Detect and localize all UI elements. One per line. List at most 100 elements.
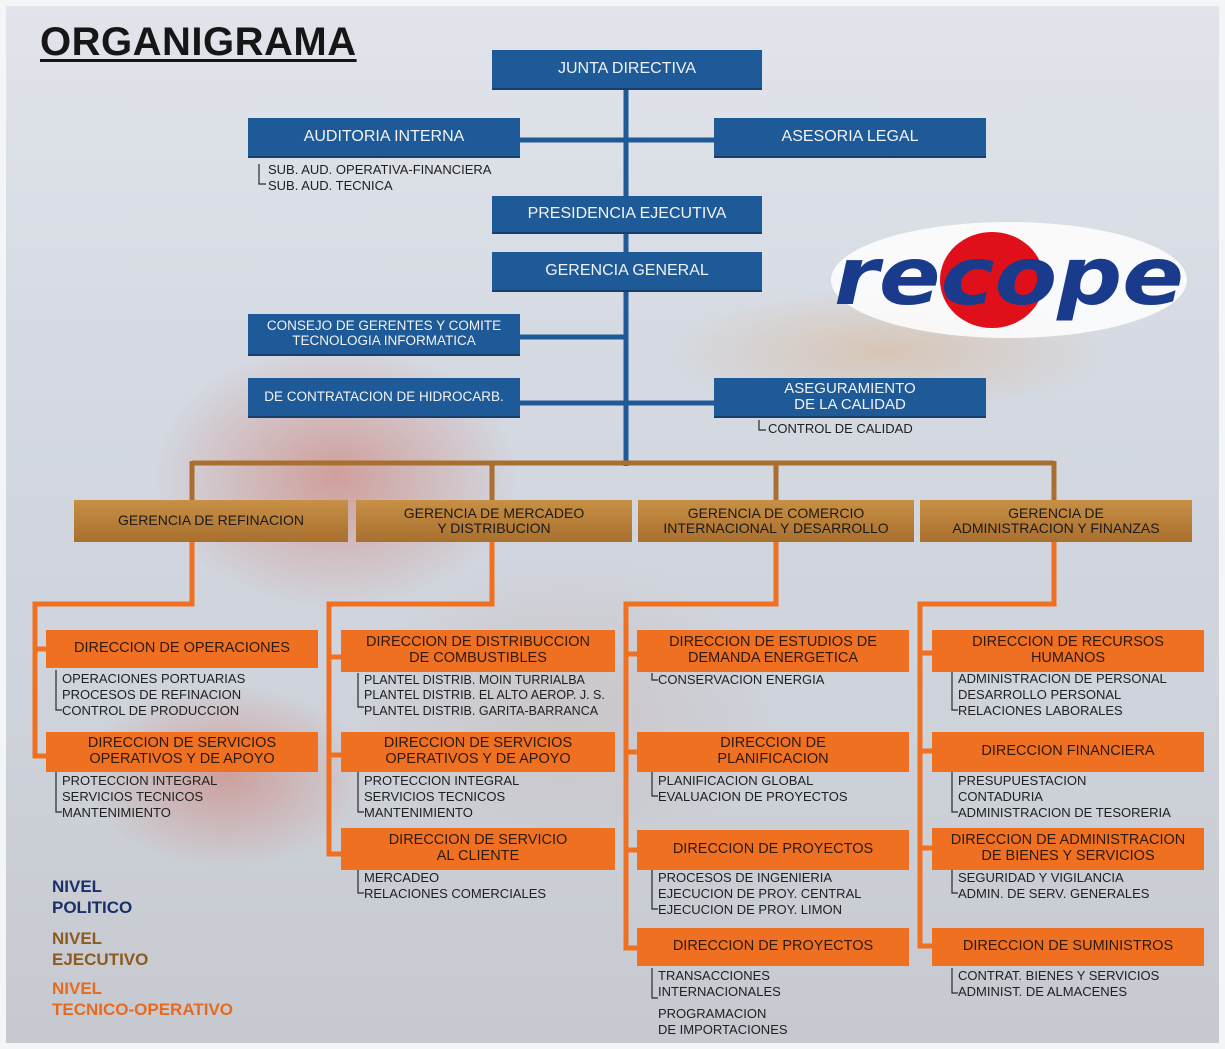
list-item: PRESUPUESTACION	[958, 773, 1087, 788]
page-title: ORGANIGRAMA	[40, 20, 357, 64]
list-item: PLANTEL DISTRIB. GARITA-BARRANCA	[364, 703, 599, 718]
consejo-gerentes-box[interactable]: CONSEJO DE GERENTES Y COMITE TECNOLOGIA …	[248, 314, 520, 356]
junta-directiva-box[interactable]: JUNTA DIRECTIVA	[492, 50, 762, 90]
auditoria-items: SUB. AUD. OPERATIVA-FINANCIERA SUB. AUD.…	[268, 162, 491, 194]
bracket-g3-d4	[651, 968, 658, 999]
legend-tecnico-operativo: NIVEL TECNICO-OPERATIVO	[52, 978, 233, 1021]
presidencia-ejecutiva-box[interactable]: PRESIDENCIA EJECUTIVA	[492, 196, 762, 234]
list-item: EJECUCION DE PROY. CENTRAL	[658, 885, 862, 901]
bracket-g1-d1	[55, 670, 62, 711]
direccion-recursos-humanos-items: ADMINISTRACION DE PERSONAL DESARROLLO PE…	[958, 671, 1167, 719]
legend-label: NIVEL	[52, 877, 103, 896]
direccion-bienes-servicios-box[interactable]: DIRECCION DE ADMINISTRACION DE BIENES Y …	[932, 828, 1204, 870]
gerencia-administracion-box[interactable]: GERENCIA DE ADMINISTRACION Y FINANZAS	[920, 500, 1192, 542]
tree-gerencia-2	[326, 542, 495, 857]
direccion-proyectos-2-box[interactable]: DIRECCION DE PROYECTOS	[637, 928, 909, 966]
direccion-proyectos-2-items: TRANSACCIONES INTERNACIONALES PROGRAMACI…	[658, 968, 788, 1037]
list-item: OPERACIONES PORTUARIAS	[62, 671, 246, 686]
list-item: PROTECCION INTEGRAL	[62, 773, 218, 788]
direccion-planificacion-items: PLANIFICACION GLOBAL EVALUACION DE PROYE…	[658, 773, 848, 805]
aseguramiento-calidad-box[interactable]: ASEGURAMIENTO DE LA CALIDAD	[714, 378, 986, 418]
list-item: PLANIFICACION GLOBAL	[658, 773, 814, 788]
bracket-g1-d2	[55, 772, 62, 813]
direccion-financiera-box[interactable]: DIRECCION FINANCIERA	[932, 732, 1204, 772]
direccion-servicios-operativos-2-box[interactable]: DIRECCION DE SERVICIOS OPERATIVOS Y DE A…	[341, 732, 615, 772]
list-item: CONTADURIA	[958, 788, 1043, 804]
connector-lines	[32, 88, 1057, 999]
gerencia-comercio-box[interactable]: GERENCIA DE COMERCIO INTERNACIONAL Y DES…	[638, 500, 914, 542]
bracket-g4-d4	[951, 968, 958, 994]
bracket-g3-d2	[651, 772, 658, 797]
list-item: CONTRAT. BIENES Y SERVICIOS	[958, 968, 1160, 983]
list-item: PROCESOS DE REFINACION	[62, 686, 242, 702]
bracket-calidad	[758, 420, 766, 431]
bracket-g2-d2	[357, 772, 364, 813]
list-item: EJECUCION DE PROY. LIMON	[658, 901, 842, 917]
direccion-bienes-servicios-items: SEGURIDAD Y VIGILANCIA ADMIN. DE SERV. G…	[958, 870, 1149, 902]
tree-gerencia-3	[623, 542, 779, 951]
list-item: PROGRAMACION	[658, 1005, 767, 1021]
direccion-servicios-operativos-1-box[interactable]: DIRECCION DE SERVICIOS OPERATIVOS Y DE A…	[46, 732, 318, 772]
direccion-suministros-box[interactable]: DIRECCION DE SUMINISTROS	[932, 928, 1204, 966]
gerencia-mercadeo-box[interactable]: GERENCIA DE MERCADEO Y DISTRIBUCION	[356, 500, 632, 542]
list-item: SUB. AUD. OPERATIVA-FINANCIERA	[268, 162, 492, 177]
direccion-operaciones-box[interactable]: DIRECCION DE OPERACIONES	[46, 630, 318, 668]
direccion-servicio-cliente-box[interactable]: DIRECCION DE SERVICIO AL CLIENTE	[341, 828, 615, 870]
list-item: PROTECCION INTEGRAL	[364, 773, 520, 788]
legend-label: EJECUTIVO	[52, 950, 149, 970]
bracket-g2-d1	[357, 673, 364, 708]
legend-label: POLITICO	[52, 898, 133, 918]
direccion-distribucion-box[interactable]: DIRECCION DE DISTRIBUCCION DE COMBUSTIBL…	[341, 630, 615, 672]
legend-label: NIVEL	[52, 979, 103, 998]
bracket-g3-d1	[651, 673, 658, 681]
list-item: CONTROL DE CALIDAD	[768, 421, 913, 436]
list-item: CONTROL DE PRODUCCION	[62, 702, 240, 718]
tree-gerencia-1	[32, 542, 195, 759]
direccion-estudios-demanda-box[interactable]: DIRECCION DE ESTUDIOS DE DEMANDA ENERGET…	[637, 630, 909, 672]
direccion-proyectos-1-box[interactable]: DIRECCION DE PROYECTOS	[637, 830, 909, 870]
list-item: SUB. AUD. TECNICA	[268, 177, 393, 193]
recope-logo: recope	[831, 222, 1187, 338]
list-item: MANTENIMIENTO	[62, 804, 171, 820]
tree-gerencia-4	[917, 542, 1057, 949]
direccion-estudios-demanda-items: CONSERVACION ENERGIA	[658, 672, 824, 688]
list-item: EVALUACION DE PROYECTOS	[658, 788, 848, 804]
list-item: SERVICIOS TECNICOS	[62, 788, 204, 804]
list-item: ADMINISTRACION DE PERSONAL	[958, 671, 1167, 686]
direccion-servicio-cliente-items: MERCADEO RELACIONES COMERCIALES	[364, 870, 546, 902]
bracket-g2-d3	[357, 870, 364, 894]
organigram-canvas: ORGANIGRAMA recope JUNTA DIRECTIVA AUDIT…	[6, 6, 1219, 1043]
list-item: DE IMPORTACIONES	[658, 1021, 788, 1037]
direccion-proyectos-1-items: PROCESOS DE INGENIERIA EJECUCION DE PROY…	[658, 870, 861, 918]
legend-label: NIVEL	[52, 929, 103, 948]
list-item: MERCADEO	[364, 870, 440, 885]
aseguramiento-items: CONTROL DE CALIDAD	[768, 421, 913, 437]
list-item: ADMINISTRACION DE TESORERIA	[958, 804, 1171, 820]
list-item: ADMINIST. DE ALMACENES	[958, 983, 1128, 999]
asesoria-legal-box[interactable]: ASESORIA LEGAL	[714, 118, 986, 158]
list-item: TRANSACCIONES	[658, 968, 770, 983]
list-item: RELACIONES LABORALES	[958, 702, 1123, 718]
contratacion-hidrocarburos-box[interactable]: DE CONTRATACION DE HIDROCARB.	[248, 378, 520, 418]
bracket-g3-d3	[651, 870, 658, 910]
list-item: CONSERVACION ENERGIA	[658, 672, 825, 687]
list-item: PROCESOS DE INGENIERIA	[658, 870, 833, 885]
direccion-servicios-operativos-1-items: PROTECCION INTEGRAL SERVICIOS TECNICOS M…	[62, 773, 217, 821]
list-item: MANTENIMIENTO	[364, 804, 473, 820]
svg-text:recope: recope	[834, 230, 1184, 323]
list-item: INTERNACIONALES	[658, 983, 781, 999]
direccion-recursos-humanos-box[interactable]: DIRECCION DE RECURSOS HUMANOS	[932, 630, 1204, 672]
list-item: RELACIONES COMERCIALES	[364, 885, 547, 901]
direccion-operaciones-items: OPERACIONES PORTUARIAS PROCESOS DE REFIN…	[62, 671, 245, 719]
legend-politico: NIVEL POLITICO	[52, 876, 132, 919]
legend-ejecutivo: NIVEL EJECUTIVO	[52, 928, 148, 971]
list-item: SERVICIOS TECNICOS	[364, 788, 506, 804]
gerencia-general-box[interactable]: GERENCIA GENERAL	[492, 252, 762, 292]
gerencia-refinacion-box[interactable]: GERENCIA DE REFINACION	[74, 500, 348, 542]
auditoria-interna-box[interactable]: AUDITORIA INTERNA	[248, 118, 520, 158]
direccion-distribucion-items: PLANTEL DISTRIB. MOIN TURRIALBA PLANTEL …	[364, 673, 605, 719]
list-item: ADMIN. DE SERV. GENERALES	[958, 885, 1150, 901]
bracket-g4-d3	[951, 870, 958, 894]
list-item: PLANTEL DISTRIB. MOIN TURRIALBA	[364, 673, 585, 687]
direccion-planificacion-box[interactable]: DIRECCION DE PLANIFICACION	[637, 732, 909, 772]
